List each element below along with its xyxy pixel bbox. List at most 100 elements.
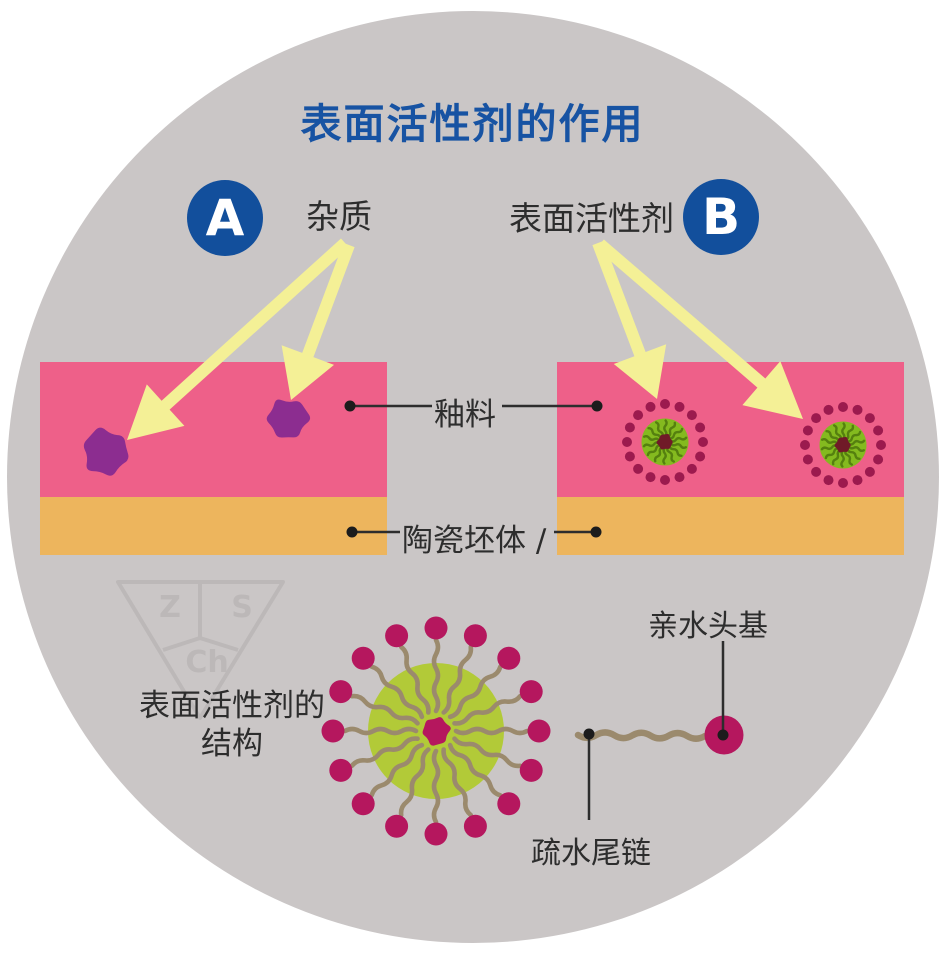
surfactant-head xyxy=(329,758,353,782)
surfactant-tail xyxy=(398,747,431,818)
surfactant-tail xyxy=(349,736,420,769)
big-micelle-impurity xyxy=(422,717,451,746)
micelle-head-dot xyxy=(633,410,644,421)
micelle-inner-tail xyxy=(668,427,684,440)
watermark-ch: Ch xyxy=(185,645,228,680)
surfactant-head xyxy=(424,616,448,640)
surfactant-tail xyxy=(398,644,431,715)
surfactant-head xyxy=(424,822,448,846)
surfactant-head xyxy=(351,646,375,670)
micelle xyxy=(800,402,886,488)
micelle-inner-tail xyxy=(669,442,687,450)
micelle-inner-tail xyxy=(647,427,662,440)
yellow-arrow xyxy=(281,242,355,400)
surfactant-tail xyxy=(441,747,474,818)
micelle-head-dot xyxy=(800,440,810,450)
impurity-label: 杂质 xyxy=(306,197,372,236)
surfactant-tail xyxy=(452,693,523,726)
surfactant-head xyxy=(527,719,551,743)
hydrophilic-head-label: 亲水头基 xyxy=(648,609,768,644)
micelle-inner-tail xyxy=(668,444,683,457)
micelle-inner-tail xyxy=(663,419,668,438)
surfactant-head xyxy=(463,814,487,838)
badge-a: A xyxy=(187,180,263,256)
surfactant-tail xyxy=(441,644,474,715)
yellow-arrows xyxy=(127,238,803,440)
surfactant-head xyxy=(321,719,345,743)
micelle-inner-tail xyxy=(653,446,664,463)
surfactant-head xyxy=(351,792,375,816)
micelle-inner-tail xyxy=(824,447,840,460)
watermark-divider xyxy=(162,582,239,652)
big-micelle xyxy=(321,616,551,846)
micelle-inner-tail xyxy=(821,437,839,445)
micelle-head-dot xyxy=(674,401,685,412)
micelle-head-dot xyxy=(852,475,863,486)
micelle-inner-tail xyxy=(847,439,866,446)
micelle-head-dot xyxy=(686,463,697,474)
micelle-head-dot xyxy=(811,466,822,477)
micelle-inner-tail xyxy=(669,436,688,443)
leader-dot xyxy=(591,400,603,412)
surfactant-tail xyxy=(452,736,523,769)
micelle-inner-tail xyxy=(666,421,677,438)
micelle-inner-tail xyxy=(846,430,862,443)
micelle-inner-tail xyxy=(662,446,667,465)
yellow-arrow xyxy=(127,238,349,440)
micelle-inner-tail xyxy=(831,449,842,466)
surfactant-tail xyxy=(342,726,419,736)
impurity-blob xyxy=(83,427,129,476)
leader-dot xyxy=(344,400,356,412)
surfactant-head xyxy=(385,814,409,838)
trapped-impurity xyxy=(834,436,851,453)
micelle-head-dot xyxy=(695,451,706,462)
glaze-label: 釉料 xyxy=(434,397,496,433)
micelle-inner-tail xyxy=(840,449,845,468)
molecule-tail xyxy=(574,729,709,742)
hydrophobic-tail-label: 疏水尾链 xyxy=(531,836,651,871)
structure-label-line1: 表面活性剂的 xyxy=(139,688,325,724)
micelle-head-dot xyxy=(624,451,635,462)
micelle-inner-tail xyxy=(847,445,865,453)
micelle-inner-tail xyxy=(846,447,861,460)
surfactant-head xyxy=(497,792,521,816)
micelle-inner-tail xyxy=(820,444,839,451)
ceramic-layer-b xyxy=(557,497,904,555)
badge-b: B xyxy=(683,179,759,255)
surfactant-tail xyxy=(431,748,441,825)
micelle-inner-tail xyxy=(825,430,840,443)
micelle-head-dot xyxy=(622,437,632,447)
glaze-layer-a xyxy=(40,362,387,497)
watermark-s: S xyxy=(231,590,253,625)
watermark-z: Z xyxy=(159,590,181,625)
micelle-head-dot xyxy=(698,437,708,447)
micelles-panel-b xyxy=(622,399,886,488)
surfactant-tail xyxy=(369,742,425,798)
surfactant-head xyxy=(329,680,353,704)
surfactant-tail xyxy=(369,664,425,720)
micelle-head-dot xyxy=(864,466,875,477)
panel-a-layers xyxy=(40,362,387,555)
micelle-head-dot xyxy=(873,425,884,436)
micelle-inner-tail xyxy=(642,441,661,448)
watermark-logo: Z S Ch xyxy=(116,580,285,720)
micelle-head-dot xyxy=(838,402,848,412)
diagram-title: 表面活性剂的作用 xyxy=(300,100,645,148)
micelle-head-dot xyxy=(823,475,834,486)
micelle-head-dot xyxy=(823,404,834,415)
micelle xyxy=(622,399,708,485)
leader-dot xyxy=(590,526,602,538)
micelle-head-dot xyxy=(852,404,863,415)
micelle-head-dot xyxy=(645,401,656,412)
micelle-head-dot xyxy=(695,422,706,433)
micelle-head-dot xyxy=(811,413,822,424)
micelle-head-dot xyxy=(873,454,884,465)
yellow-arrow xyxy=(596,239,803,419)
micelle-head-dot xyxy=(802,454,813,465)
impurity-blob xyxy=(266,399,311,438)
impurity-blobs xyxy=(83,399,311,476)
micelle-head-dot xyxy=(633,463,644,474)
micelle-head-dot xyxy=(838,478,848,488)
